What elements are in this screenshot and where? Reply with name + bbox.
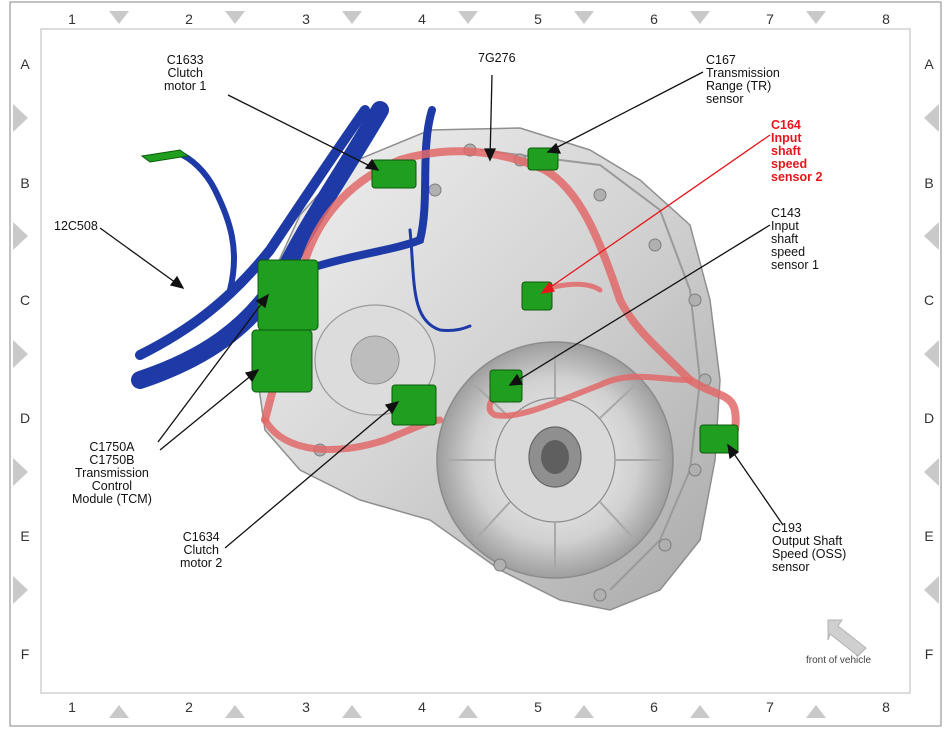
row-label-right: E	[924, 528, 933, 544]
col-label-top: 3	[302, 11, 310, 27]
row-label-left: B	[20, 175, 29, 191]
row-label-right: D	[924, 410, 934, 426]
connector-c143	[489, 369, 523, 403]
col-label-top: 2	[185, 11, 193, 27]
col-label-top: 1	[68, 11, 76, 27]
connector-c1634	[391, 384, 437, 426]
callout-12c508: 12C508	[54, 219, 98, 233]
connector-c1750b	[251, 329, 313, 393]
grid-markers	[13, 11, 939, 718]
grid-row-labels: A B C D E F A B C D E F	[20, 56, 934, 662]
col-label-top: 5	[534, 11, 542, 27]
diagram-frame	[9, 1, 942, 727]
col-label-bottom: 6	[650, 699, 658, 715]
callout-7g276: 7G276	[478, 51, 516, 65]
row-label-right: B	[924, 175, 933, 191]
row-label-left: F	[21, 646, 30, 662]
row-label-right: A	[924, 56, 934, 72]
col-label-top: 4	[418, 11, 426, 27]
row-label-left: E	[20, 528, 29, 544]
connector-c1633	[371, 159, 417, 189]
inner-frame	[40, 28, 911, 694]
grid-column-labels: 1 2 3 4 5 6 7 8 1 2 3 4 5 6 7 8	[68, 11, 890, 715]
col-label-bottom: 1	[68, 699, 76, 715]
col-label-bottom: 5	[534, 699, 542, 715]
row-label-left: C	[20, 292, 30, 308]
col-label-bottom: 2	[185, 699, 193, 715]
col-label-bottom: 7	[766, 699, 774, 715]
col-label-top: 6	[650, 11, 658, 27]
col-label-bottom: 3	[302, 699, 310, 715]
row-label-left: A	[20, 56, 30, 72]
leader-lines	[99, 71, 784, 549]
front-of-vehicle-label: front of vehicle	[806, 655, 872, 666]
row-label-right: F	[925, 646, 934, 662]
row-label-left: D	[20, 410, 30, 426]
connector-c167	[527, 147, 559, 171]
col-label-bottom: 8	[882, 699, 890, 715]
col-label-bottom: 4	[418, 699, 426, 715]
front-arrow-icon	[827, 619, 867, 657]
col-label-top: 7	[766, 11, 774, 27]
highlight-leader	[540, 134, 771, 294]
col-label-top: 8	[882, 11, 890, 27]
row-label-right: C	[924, 292, 934, 308]
connector-12c508-end	[140, 149, 190, 163]
